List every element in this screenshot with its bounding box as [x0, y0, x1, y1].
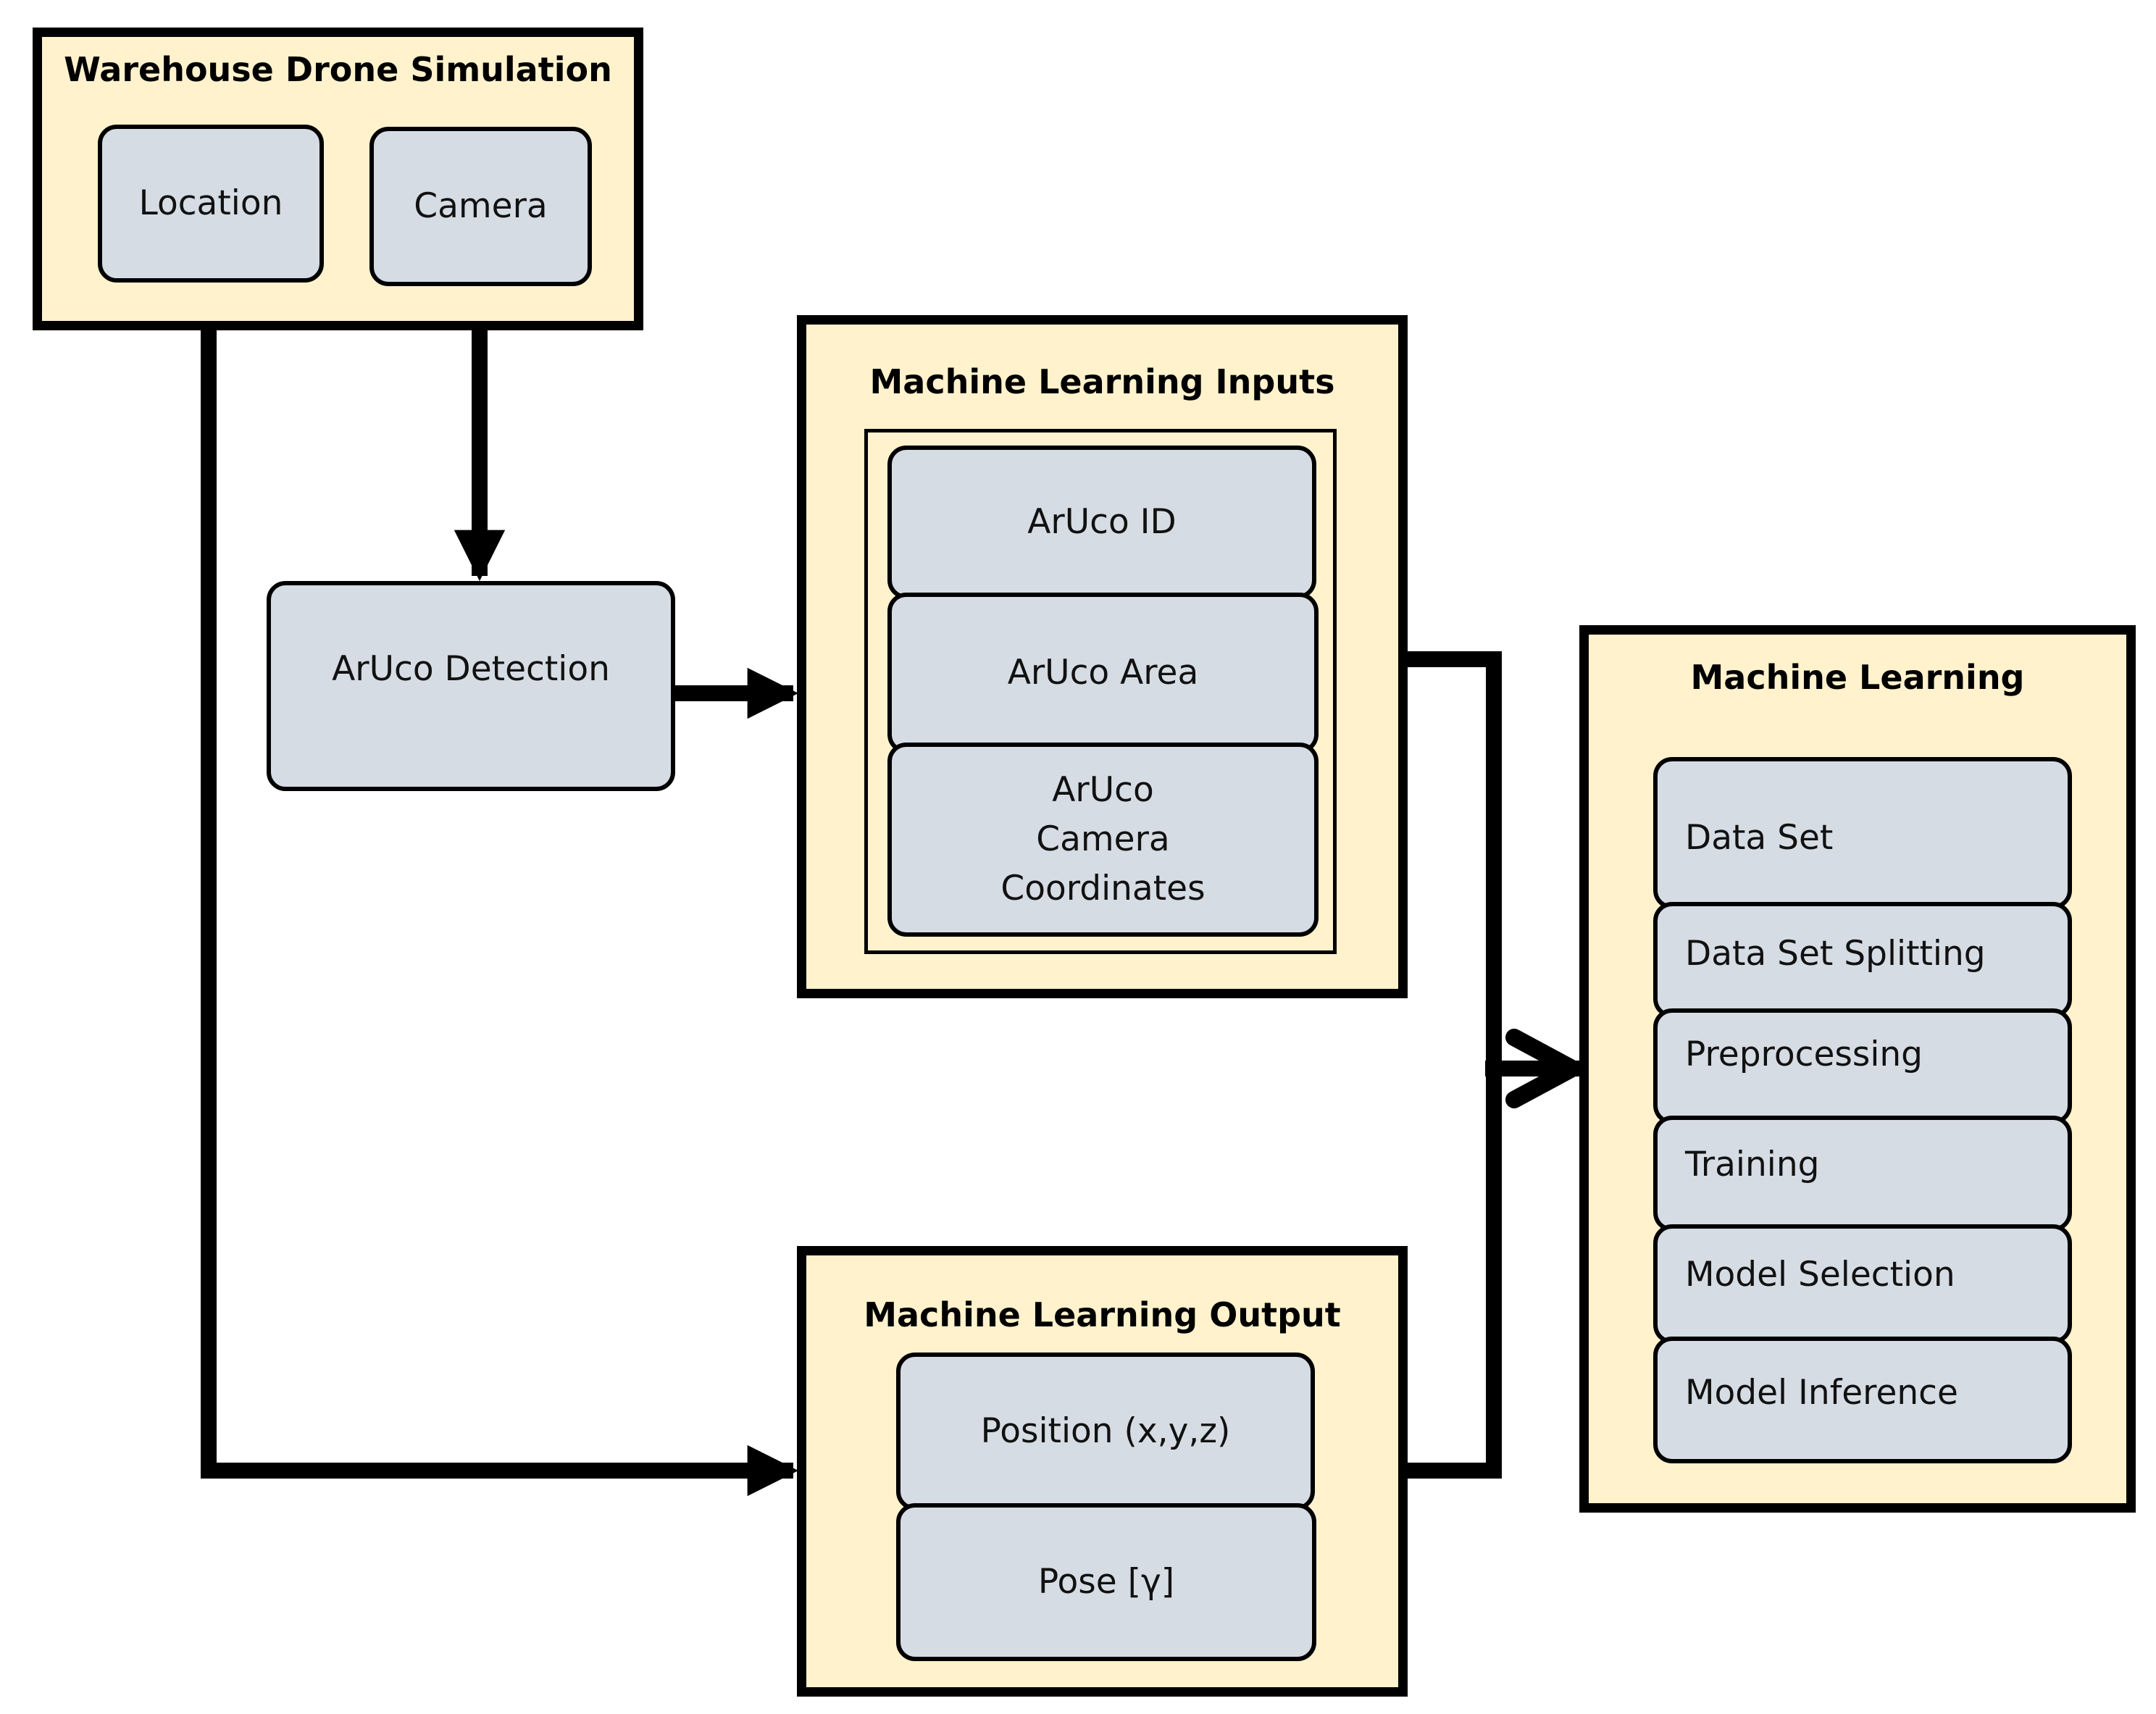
location-node: Location	[98, 125, 324, 283]
camera-node: Camera	[369, 127, 592, 286]
ml-title: Machine Learning	[1690, 658, 2025, 697]
ml-step-model-selection: Model Selection	[1653, 1224, 2072, 1344]
ml-step-preprocessing: Preprocessing	[1653, 1008, 2072, 1124]
arrow-location-to-output	[201, 286, 799, 1497]
bracket-inputs-to-ml	[1404, 651, 1502, 1479]
input-aruco-area: ArUco Area	[887, 593, 1319, 753]
input-aruco-camera-coordinates: ArUco Camera Coordinates	[887, 743, 1319, 937]
aruco-detection-node: ArUco Detection	[267, 581, 675, 791]
output-pose: Pose [γ]	[896, 1503, 1316, 1661]
input-aruco-id: ArUco ID	[887, 446, 1316, 599]
ml-inputs-title: Machine Learning Inputs	[869, 362, 1335, 401]
simulation-title: Warehouse Drone Simulation	[64, 50, 612, 89]
ml-output-title: Machine Learning Output	[864, 1295, 1341, 1334]
output-position: Position (x,y,z)	[896, 1353, 1315, 1510]
ml-inputs-frame	[864, 429, 1337, 954]
ml-step-training: Training	[1653, 1116, 2072, 1232]
ml-step-data-set: Data Set	[1653, 757, 2072, 909]
ml-step-data-set-splitting: Data Set Splitting	[1653, 902, 2072, 1018]
arrow-bracket-head	[1505, 1029, 1591, 1108]
ml-step-model-inference: Model Inference	[1653, 1337, 2072, 1463]
